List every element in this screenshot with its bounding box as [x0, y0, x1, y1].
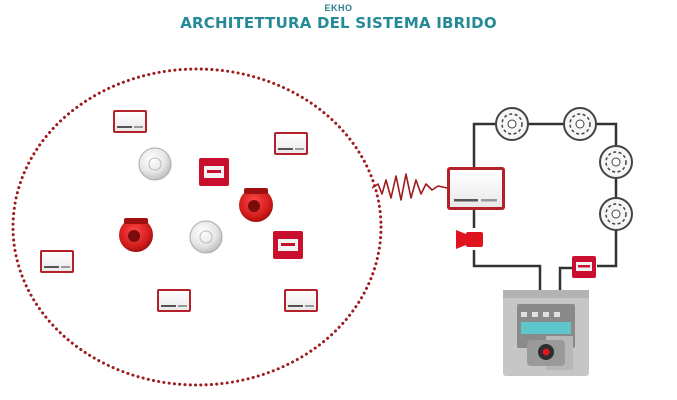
wired-smoke-detector-1 [495, 107, 529, 141]
fire-control-panel [503, 290, 589, 376]
wireless-call-point-2 [273, 231, 303, 259]
wireless-sounder-2 [239, 188, 273, 222]
wired-smoke-detector-3 [599, 145, 633, 179]
wireless-module-5 [284, 289, 318, 312]
wireless-module-4 [157, 289, 191, 312]
wireless-smoke-detector-2 [189, 220, 223, 254]
brand-label: EKHO [324, 3, 353, 13]
page-title: ARCHITETTURA DEL SISTEMA IBRIDO [180, 14, 497, 32]
wired-smoke-detector-4 [599, 197, 633, 231]
wireless-module-2 [274, 132, 308, 155]
wired-smoke-detector-2 [563, 107, 597, 141]
wireless-module-3 [40, 250, 74, 273]
loop-wiring [472, 122, 618, 290]
wired-call-point [572, 256, 596, 278]
translator-module [447, 167, 505, 210]
wireless-zone-boundary [11, 67, 383, 387]
wired-sounder [456, 230, 483, 249]
wireless-module-1 [113, 110, 147, 133]
radio-link-waveform [371, 173, 448, 201]
wireless-sounder-1 [119, 218, 153, 252]
wireless-call-point-1 [199, 158, 229, 186]
wireless-smoke-detector-1 [138, 147, 172, 181]
